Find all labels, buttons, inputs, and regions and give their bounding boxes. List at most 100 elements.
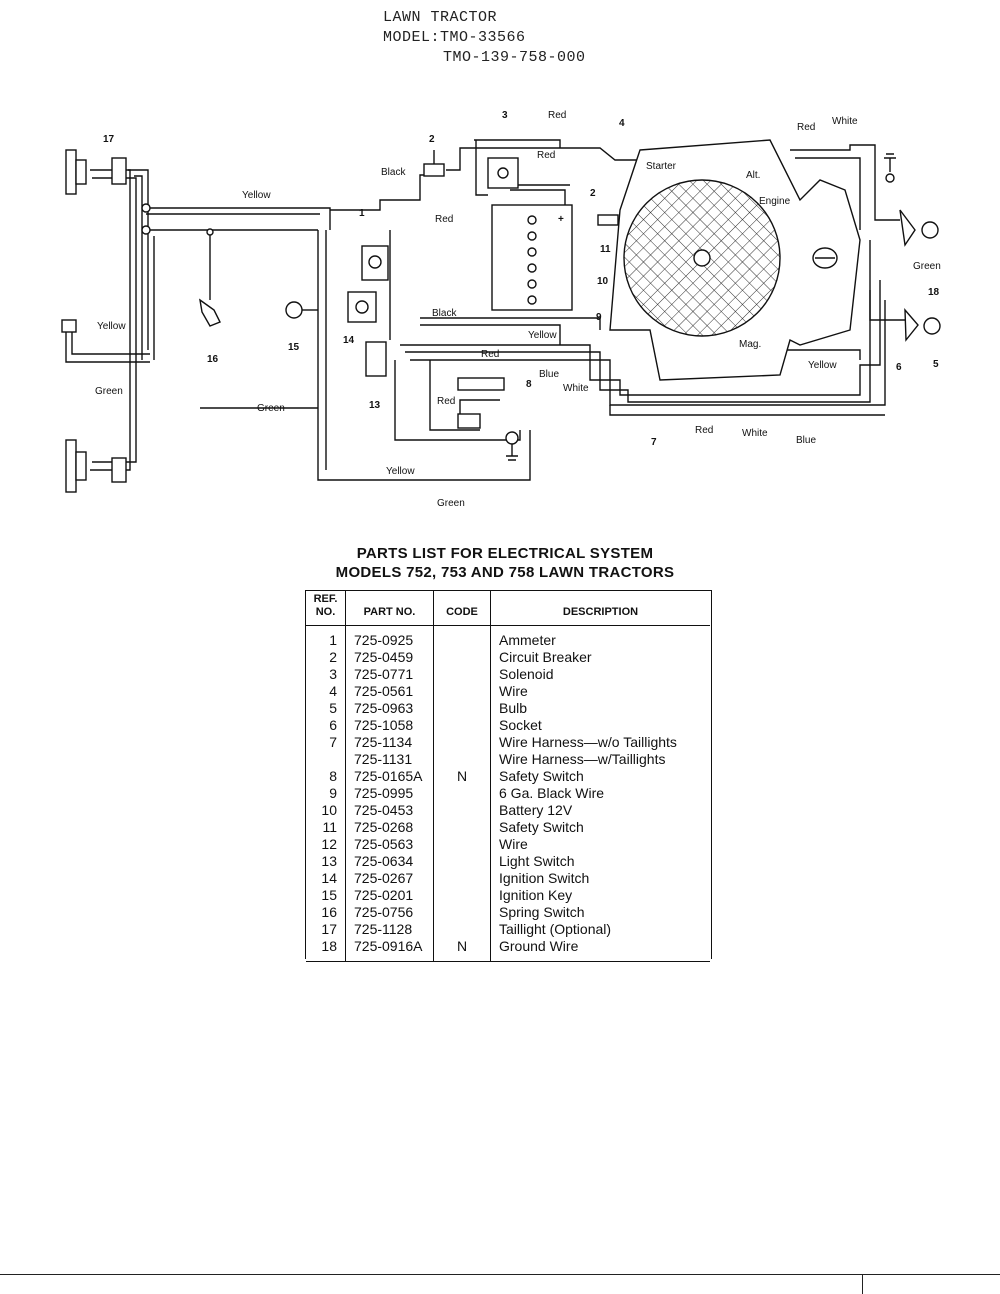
ref-cell: 15 (321, 887, 337, 903)
battery-plus-label: + (558, 214, 564, 225)
desc-cell: Wire Harness—w/Taillights (490, 751, 710, 768)
code-cell (433, 649, 491, 666)
code-cell: N (433, 938, 491, 962)
parts-table-header-row: REF. NO. PART NO. CODE DESCRIPTION (306, 591, 710, 626)
code-cell (433, 625, 491, 649)
code-cell (433, 921, 491, 938)
desc-cell: Taillight (Optional) (490, 921, 710, 938)
harness-connector (61, 203, 214, 333)
ref-cell: 14 (321, 870, 337, 886)
ref-number: 8 (526, 379, 532, 390)
desc-cell: Wire (490, 683, 710, 700)
ref-number: 3 (502, 110, 508, 121)
ground-terminal (457, 413, 519, 461)
col-ref-header: REF. NO. (306, 591, 346, 626)
ref-number: 4 (619, 118, 625, 129)
wire-label: Black (381, 167, 406, 178)
ref-number: 11 (600, 244, 611, 255)
ref-number: 6 (896, 362, 902, 373)
desc-cell: Wire (490, 836, 710, 853)
part-cell: 725-0201 (345, 887, 434, 904)
part-cell: 725-0268 (345, 819, 434, 836)
part-cell: 725-0165A (345, 768, 434, 785)
solenoid (487, 157, 519, 189)
part-cell: 725-0756 (345, 904, 434, 921)
code-cell (433, 853, 491, 870)
part-cell: 725-0995 (345, 785, 434, 802)
ref-cell: 18 (306, 938, 346, 962)
wire-label: Yellow (808, 360, 837, 371)
ref-cell: 5 (329, 700, 337, 716)
col-desc-header: DESCRIPTION (490, 591, 710, 626)
ref-number: 13 (369, 400, 381, 411)
part-cell: 725-0963 (345, 700, 434, 717)
code-cell (433, 836, 491, 853)
safety-switch-11 (597, 214, 619, 226)
ignition-switch (347, 291, 377, 323)
footer-divider (0, 1274, 1000, 1275)
part-cell: 725-1134 (345, 734, 434, 751)
desc-cell: Ammeter (490, 625, 710, 649)
part-cell: 725-0925 (345, 625, 434, 649)
ref-number: 1 (359, 208, 365, 219)
parts-list-title-line1: PARTS LIST FOR ELECTRICAL SYSTEM (356, 545, 654, 562)
ref-number: 15 (288, 342, 300, 353)
wire-label: Yellow (242, 190, 271, 201)
ref-cell: 8 (329, 768, 337, 784)
safety-switch-8 (457, 377, 505, 391)
part-cell: 725-0561 (345, 683, 434, 700)
light-switch (365, 341, 387, 377)
part-cell: 725-0634 (345, 853, 434, 870)
ref-number: 10 (597, 276, 609, 287)
col-part-header: PART NO. (345, 591, 434, 626)
desc-cell: Solenoid (490, 666, 710, 683)
wire-label: Blue (796, 435, 816, 446)
ref-cell: 16 (321, 904, 337, 920)
wire-labels: Red Red White Red Black Yellow Red Black… (95, 110, 941, 509)
ref-number: 2 (590, 188, 596, 199)
socket-bulb-bottom (904, 308, 941, 342)
parts-list-title: PARTS LIST FOR ELECTRICAL SYSTEM MODELS … (300, 544, 710, 582)
wire-label: Red (437, 396, 455, 407)
code-cell (433, 819, 491, 836)
desc-cell: 6 Ga. Black Wire (490, 785, 710, 802)
ref-number: 2 (429, 134, 435, 145)
mag-label: Mag. (739, 339, 761, 350)
ref-cell: 13 (321, 853, 337, 869)
ref-cell: 12 (321, 836, 337, 852)
battery: + (491, 204, 573, 311)
code-cell (433, 904, 491, 921)
engine-label: Engine (759, 196, 791, 207)
ref-number: 9 (596, 312, 602, 323)
wire-label: Green (95, 386, 123, 397)
wire-label: Blue (539, 369, 559, 380)
starter-label: Starter (646, 161, 677, 172)
taillight-top (65, 149, 127, 195)
wire-label: Red (481, 349, 499, 360)
desc-cell: Safety Switch (490, 819, 710, 836)
ref-numbers: 17 2 3 4 2 1 11 10 9 16 15 14 13 8 7 6 5… (103, 110, 940, 448)
wire-label: Yellow (528, 330, 557, 341)
ignition-key (285, 301, 318, 319)
wire-label: Red (435, 214, 453, 225)
code-cell (433, 802, 491, 819)
socket-bulb-top (899, 209, 939, 247)
wires (65, 139, 905, 481)
code-cell (433, 887, 491, 904)
parts-list-title-line2: MODELS 752, 753 AND 758 LAWN TRACTORS (335, 564, 675, 581)
code-cell (433, 734, 491, 751)
taillight-bottom (65, 439, 127, 493)
